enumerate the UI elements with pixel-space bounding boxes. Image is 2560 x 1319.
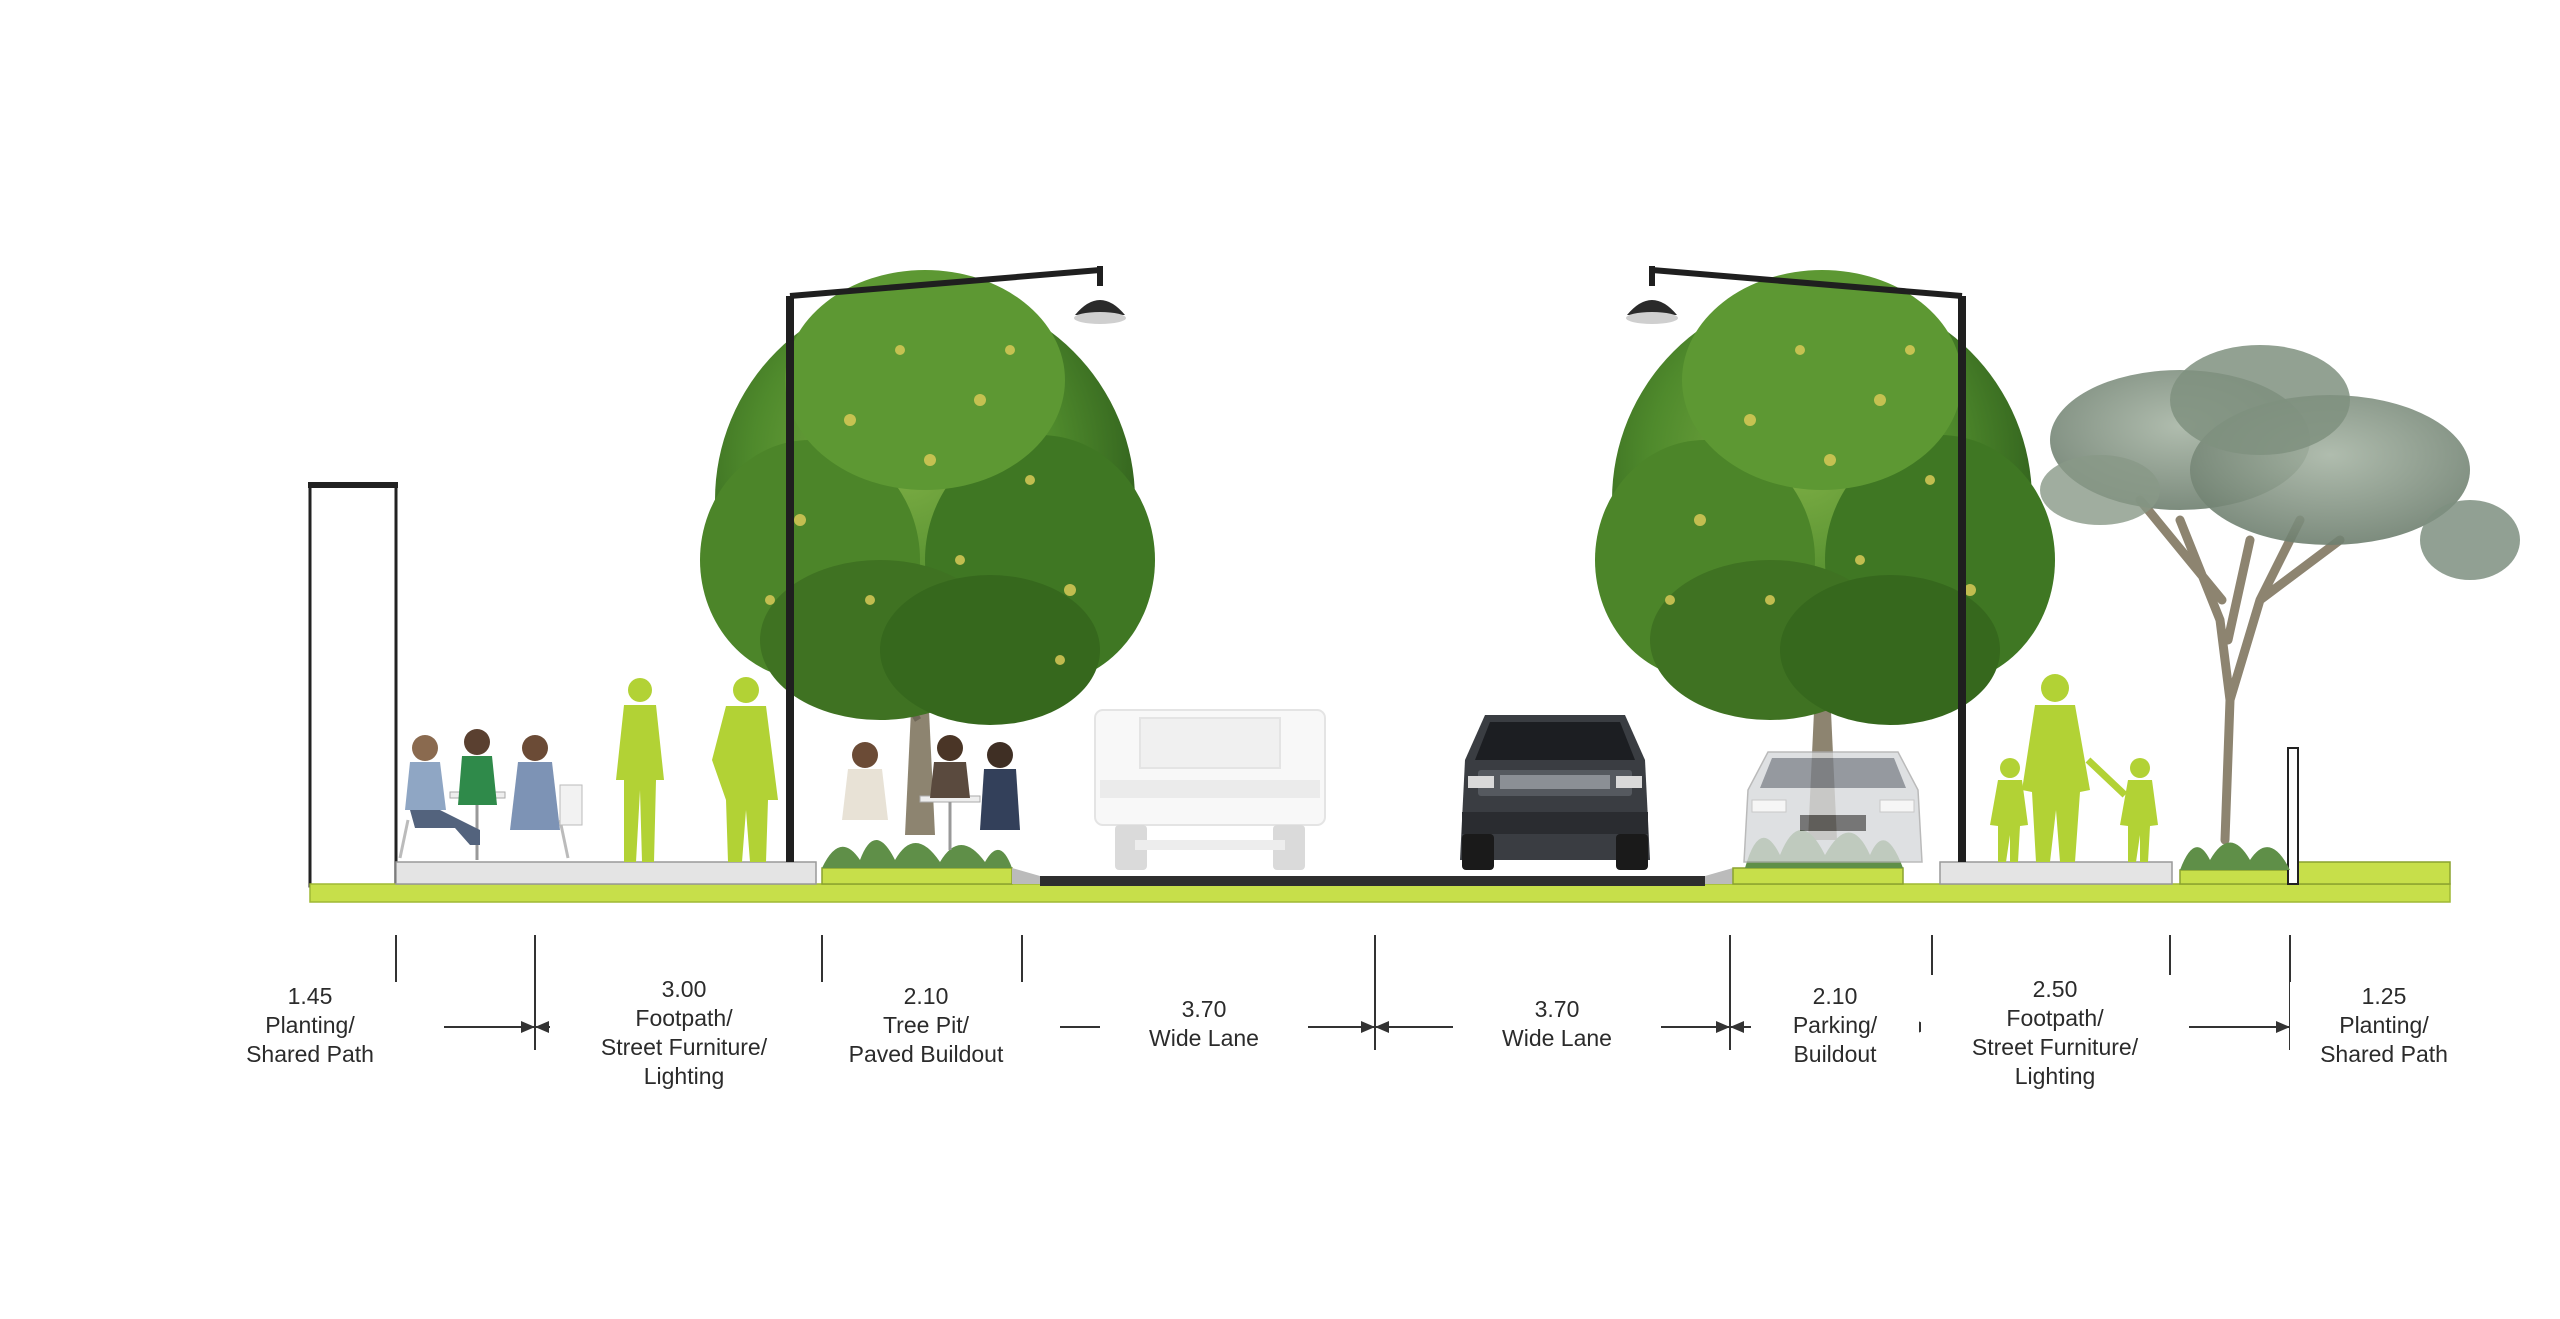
segment-desc: Tree Pit/ bbox=[882, 1012, 970, 1038]
segment-label-footpath-right: 2.50 Footpath/ Street Furniture/ Lightin… bbox=[1921, 975, 2189, 1091]
segment-label-planting-right: 1.25 Planting/ Shared Path bbox=[2290, 982, 2478, 1069]
segment-label-lane-1: 3.70 Wide Lane bbox=[1100, 995, 1308, 1053]
street-tree-icon bbox=[700, 270, 1155, 835]
segment-desc: Planting/ bbox=[265, 1012, 355, 1038]
segment-desc: Street Furniture/ bbox=[1971, 1034, 2139, 1060]
family-silhouette-icon bbox=[1990, 674, 2158, 862]
segment-width: 2.10 bbox=[903, 983, 949, 1009]
ute-vehicle-icon bbox=[1094, 709, 1326, 870]
pedestrian-silhouette-icon bbox=[712, 677, 778, 862]
segment-width: 1.45 bbox=[287, 983, 333, 1009]
segment-desc: Footpath/ bbox=[635, 1005, 733, 1031]
segment-label-tree-pit: 2.10 Tree Pit/ Paved Buildout bbox=[792, 982, 1060, 1069]
pedestrian-silhouette-icon bbox=[616, 678, 664, 862]
suv-vehicle-icon bbox=[1460, 715, 1650, 870]
bollard-icon bbox=[2287, 747, 2299, 885]
segment-desc: Shared Path bbox=[246, 1041, 374, 1067]
segment-width: 1.25 bbox=[2361, 983, 2407, 1009]
segment-desc: Parking/ bbox=[1792, 1012, 1878, 1038]
segment-desc: Wide Lane bbox=[1502, 1025, 1612, 1051]
cafe-seating-icon bbox=[398, 729, 583, 860]
segment-desc: Shared Path bbox=[2320, 1041, 2448, 1067]
segment-width: 2.10 bbox=[1812, 983, 1858, 1009]
segment-desc: Footpath/ bbox=[2006, 1005, 2104, 1031]
segment-desc: Street Furniture/ bbox=[600, 1034, 768, 1060]
sedan-vehicle-icon bbox=[1743, 751, 1923, 863]
segment-label-parking: 2.10 Parking/ Buildout bbox=[1751, 982, 1919, 1069]
segment-label-planting-left: 1.45 Planting/ Shared Path bbox=[176, 982, 444, 1069]
street-tree-icon bbox=[1595, 270, 2055, 840]
street-lamp-icon bbox=[786, 266, 1126, 862]
eucalyptus-tree-icon bbox=[2040, 345, 2520, 845]
segment-desc: Wide Lane bbox=[1149, 1025, 1259, 1051]
segment-desc: Lighting bbox=[2014, 1063, 2096, 1089]
segment-desc: Paved Buildout bbox=[848, 1041, 1004, 1067]
building-facade-icon bbox=[308, 482, 398, 888]
segment-width: 3.70 bbox=[1534, 996, 1580, 1022]
segment-label-lane-2: 3.70 Wide Lane bbox=[1453, 995, 1661, 1053]
segment-width: 3.00 bbox=[661, 976, 707, 1002]
segment-width: 3.70 bbox=[1181, 996, 1227, 1022]
segment-desc: Buildout bbox=[1793, 1041, 1877, 1067]
segment-label-footpath-left: 3.00 Footpath/ Street Furniture/ Lightin… bbox=[550, 975, 818, 1091]
segment-width: 2.50 bbox=[2032, 976, 2078, 1002]
ground bbox=[309, 747, 2451, 903]
segment-desc: Planting/ bbox=[2339, 1012, 2429, 1038]
segment-desc: Lighting bbox=[643, 1063, 725, 1089]
street-lamp-icon bbox=[1626, 266, 1966, 862]
cafe-seating-icon bbox=[842, 735, 1020, 850]
